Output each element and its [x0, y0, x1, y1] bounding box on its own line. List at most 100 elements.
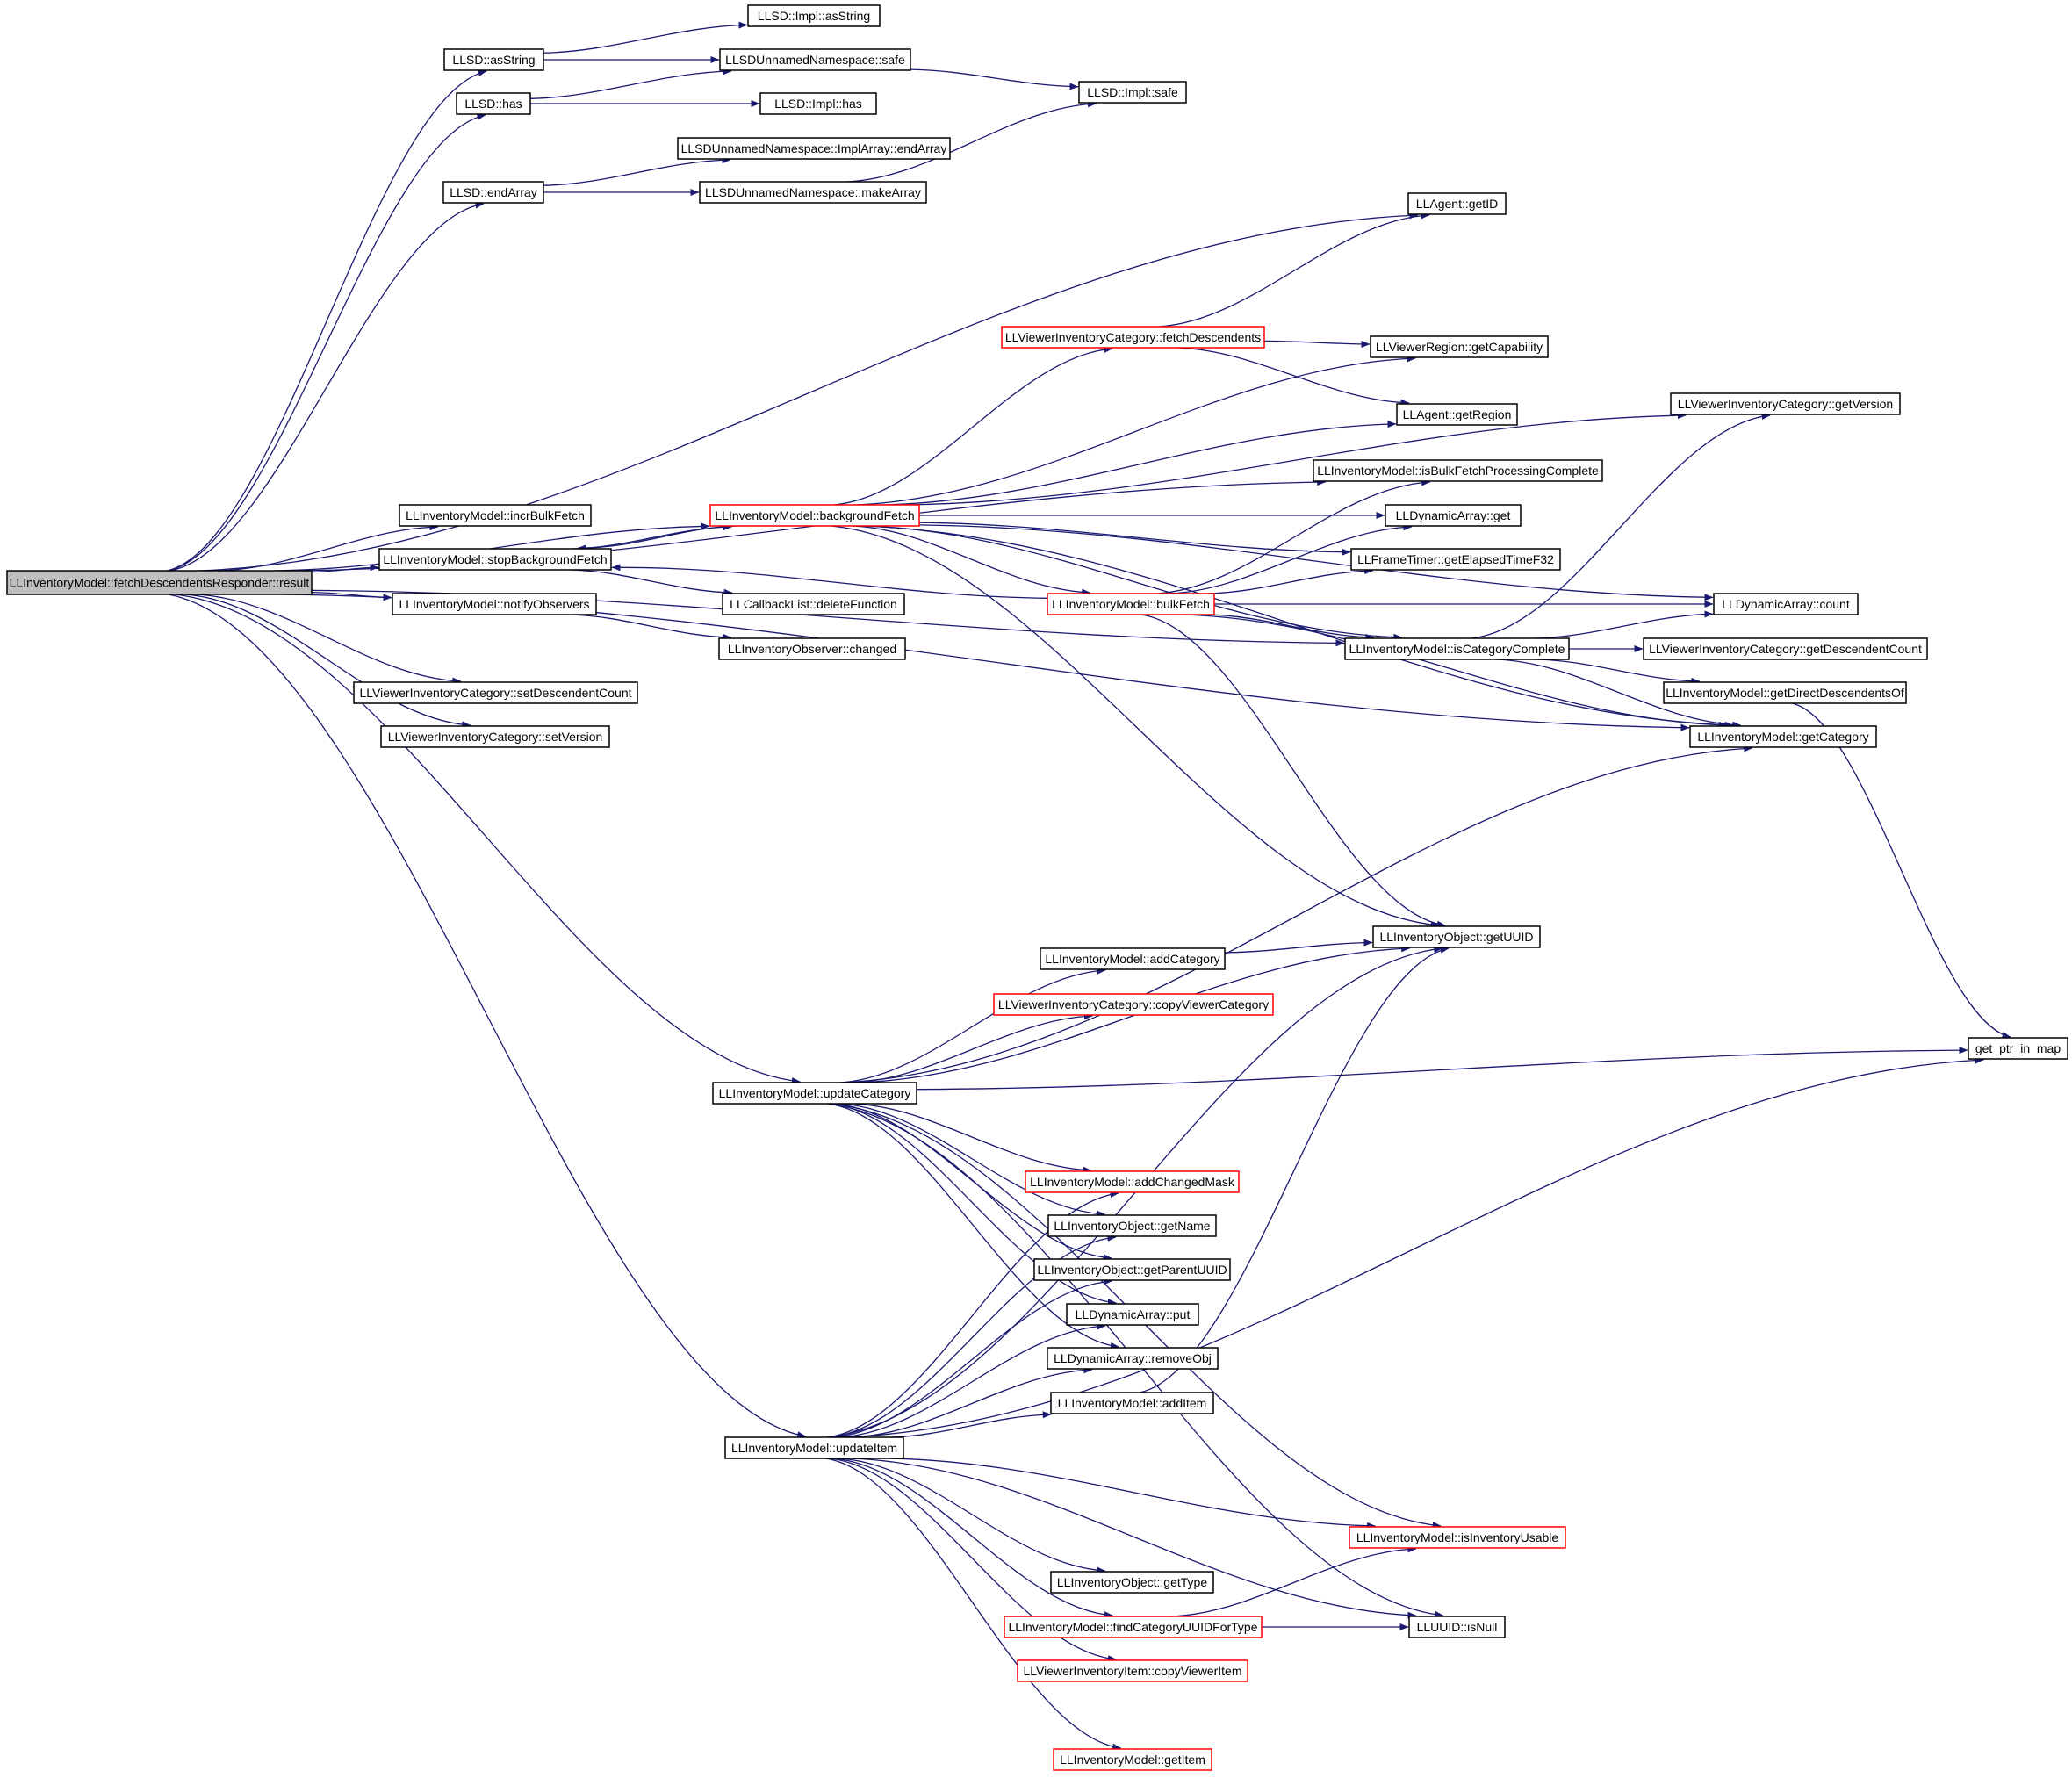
node-findCatUUID[interactable]: LLInventoryModel::findCategoryUUIDForTyp… [1004, 1616, 1263, 1638]
node-box-getCapability[interactable] [1370, 335, 1549, 358]
node-box-getItem[interactable] [1053, 1748, 1212, 1771]
node-box-root[interactable] [6, 570, 313, 595]
node-removeObj[interactable]: LLDynamicArray::removeObj [1047, 1347, 1219, 1370]
node-box-daPut[interactable] [1066, 1303, 1199, 1326]
node-changed[interactable]: LLInventoryObserver::changed [718, 637, 906, 660]
node-box-getRegion[interactable] [1396, 403, 1518, 426]
node-box-isBulkFetchDone[interactable] [1313, 459, 1603, 482]
node-isNull[interactable]: LLUUID::isNull [1408, 1616, 1506, 1638]
node-box-implSafe[interactable] [1078, 81, 1187, 104]
node-box-implAsString[interactable] [747, 4, 881, 27]
node-box-getID[interactable] [1407, 192, 1507, 215]
node-box-addCategory[interactable] [1040, 947, 1226, 970]
node-box-changed[interactable] [718, 637, 906, 660]
node-addItem[interactable]: LLInventoryModel::addItem [1050, 1392, 1214, 1414]
node-asString[interactable]: LLSD::asString [443, 48, 544, 71]
node-implSafe[interactable]: LLSD::Impl::safe [1078, 81, 1187, 104]
node-getUUID[interactable]: LLInventoryObject::getUUID [1372, 925, 1541, 948]
node-nsSafe[interactable]: LLSDUnnamedNamespace::safe [719, 48, 911, 71]
node-isCatComplete[interactable]: LLInventoryModel::isCategoryComplete [1344, 637, 1570, 660]
node-isInvUsable[interactable]: LLInventoryModel::isInventoryUsable [1349, 1526, 1566, 1549]
node-endArray[interactable]: LLSD::endArray [442, 181, 544, 204]
node-box-bulkFetch[interactable] [1047, 593, 1215, 615]
node-addCategory[interactable]: LLInventoryModel::addCategory [1040, 947, 1226, 970]
node-updateItem[interactable]: LLInventoryModel::updateItem [724, 1436, 904, 1459]
node-box-implArrayEnd[interactable] [677, 137, 951, 160]
node-box-removeObj[interactable] [1047, 1347, 1219, 1370]
node-backgroundFetch[interactable]: LLInventoryModel::backgroundFetch [709, 504, 920, 527]
node-box-daCount[interactable] [1713, 593, 1859, 615]
node-box-addItem[interactable] [1050, 1392, 1214, 1414]
node-bulkFetch[interactable]: LLInventoryModel::bulkFetch [1047, 593, 1215, 615]
node-implHas[interactable]: LLSD::Impl::has [759, 92, 877, 115]
node-deleteFunction[interactable]: LLCallbackList::deleteFunction [722, 593, 905, 615]
node-box-getDescCount[interactable] [1643, 637, 1928, 660]
node-box-copyViewerItem[interactable] [1017, 1659, 1248, 1682]
node-box-getParentUUID[interactable] [1033, 1258, 1231, 1281]
node-getDirectDesc[interactable]: LLInventoryModel::getDirectDescendentsOf [1663, 681, 1907, 704]
node-box-copyViewerCat[interactable] [993, 993, 1274, 1016]
node-box-getVersion[interactable] [1670, 392, 1901, 415]
node-getItem[interactable]: LLInventoryModel::getItem [1053, 1748, 1212, 1771]
node-box-nsSafe[interactable] [719, 48, 911, 71]
node-addChangedMask[interactable]: LLInventoryModel::addChangedMask [1025, 1170, 1240, 1193]
node-incrBulkFetch[interactable]: LLInventoryModel::incrBulkFetch [399, 504, 592, 527]
node-box-updateCategory[interactable] [712, 1082, 917, 1105]
node-elapsed[interactable]: LLFrameTimer::getElapsedTimeF32 [1350, 548, 1561, 571]
node-box-getUUID[interactable] [1372, 925, 1541, 948]
node-box-setDescCount[interactable] [353, 681, 638, 704]
node-stopBgFetch[interactable]: LLInventoryModel::stopBackgroundFetch [378, 548, 612, 571]
node-setDescCount[interactable]: LLViewerInventoryCategory::setDescendent… [353, 681, 638, 704]
node-box-incrBulkFetch[interactable] [399, 504, 592, 527]
node-getCapability[interactable]: LLViewerRegion::getCapability [1370, 335, 1549, 358]
node-daCount[interactable]: LLDynamicArray::count [1713, 593, 1859, 615]
node-isBulkFetchDone[interactable]: LLInventoryModel::isBulkFetchProcessingC… [1313, 459, 1603, 482]
node-box-getName[interactable] [1047, 1214, 1217, 1237]
node-box-getType[interactable] [1050, 1571, 1214, 1594]
node-box-getCategory[interactable] [1689, 725, 1877, 748]
node-copyViewerItem[interactable]: LLViewerInventoryItem::copyViewerItem [1017, 1659, 1248, 1682]
node-has[interactable]: LLSD::has [456, 92, 531, 115]
node-box-setVersion[interactable] [380, 725, 610, 748]
node-box-has[interactable] [456, 92, 531, 115]
node-copyViewerCat[interactable]: LLViewerInventoryCategory::copyViewerCat… [993, 993, 1274, 1016]
node-box-isInvUsable[interactable] [1349, 1526, 1566, 1549]
node-box-deleteFunction[interactable] [722, 593, 905, 615]
node-box-updateItem[interactable] [724, 1436, 904, 1459]
node-getType[interactable]: LLInventoryObject::getType [1050, 1571, 1214, 1594]
node-getCategory[interactable]: LLInventoryModel::getCategory [1689, 725, 1877, 748]
node-getDescCount[interactable]: LLViewerInventoryCategory::getDescendent… [1643, 637, 1928, 660]
node-box-fetchDesc[interactable] [1001, 326, 1265, 349]
node-getID[interactable]: LLAgent::getID [1407, 192, 1507, 215]
node-box-getDirectDesc[interactable] [1663, 681, 1907, 704]
node-box-backgroundFetch[interactable] [709, 504, 920, 527]
node-getPtrInMap[interactable]: get_ptr_in_map [1968, 1037, 2068, 1060]
node-box-implHas[interactable] [759, 92, 877, 115]
node-getName[interactable]: LLInventoryObject::getName [1047, 1214, 1217, 1237]
node-box-endArray[interactable] [442, 181, 544, 204]
node-daGet[interactable]: LLDynamicArray::get [1385, 504, 1522, 527]
node-box-makeArray[interactable] [699, 181, 927, 204]
node-box-isCatComplete[interactable] [1344, 637, 1570, 660]
node-box-isNull[interactable] [1408, 1616, 1506, 1638]
node-box-stopBgFetch[interactable] [378, 548, 612, 571]
node-box-elapsed[interactable] [1350, 548, 1561, 571]
node-getParentUUID[interactable]: LLInventoryObject::getParentUUID [1033, 1258, 1231, 1281]
node-fetchDesc[interactable]: LLViewerInventoryCategory::fetchDescende… [1001, 326, 1265, 349]
node-getRegion[interactable]: LLAgent::getRegion [1396, 403, 1518, 426]
node-implArrayEnd[interactable]: LLSDUnnamedNamespace::ImplArray::endArra… [677, 137, 951, 160]
node-makeArray[interactable]: LLSDUnnamedNamespace::makeArray [699, 181, 927, 204]
node-setVersion[interactable]: LLViewerInventoryCategory::setVersion [380, 725, 610, 748]
node-box-getPtrInMap[interactable] [1968, 1037, 2068, 1060]
node-box-notifyObservers[interactable] [392, 593, 597, 615]
node-box-asString[interactable] [443, 48, 544, 71]
node-daPut[interactable]: LLDynamicArray::put [1066, 1303, 1199, 1326]
node-notifyObservers[interactable]: LLInventoryModel::notifyObservers [392, 593, 597, 615]
node-box-findCatUUID[interactable] [1004, 1616, 1263, 1638]
node-box-addChangedMask[interactable] [1025, 1170, 1240, 1193]
node-getVersion[interactable]: LLViewerInventoryCategory::getVersion [1670, 392, 1901, 415]
node-updateCategory[interactable]: LLInventoryModel::updateCategory [712, 1082, 917, 1105]
node-implAsString[interactable]: LLSD::Impl::asString [747, 4, 881, 27]
node-box-daGet[interactable] [1385, 504, 1522, 527]
node-root[interactable]: LLInventoryModel::fetchDescendentsRespon… [6, 570, 313, 595]
